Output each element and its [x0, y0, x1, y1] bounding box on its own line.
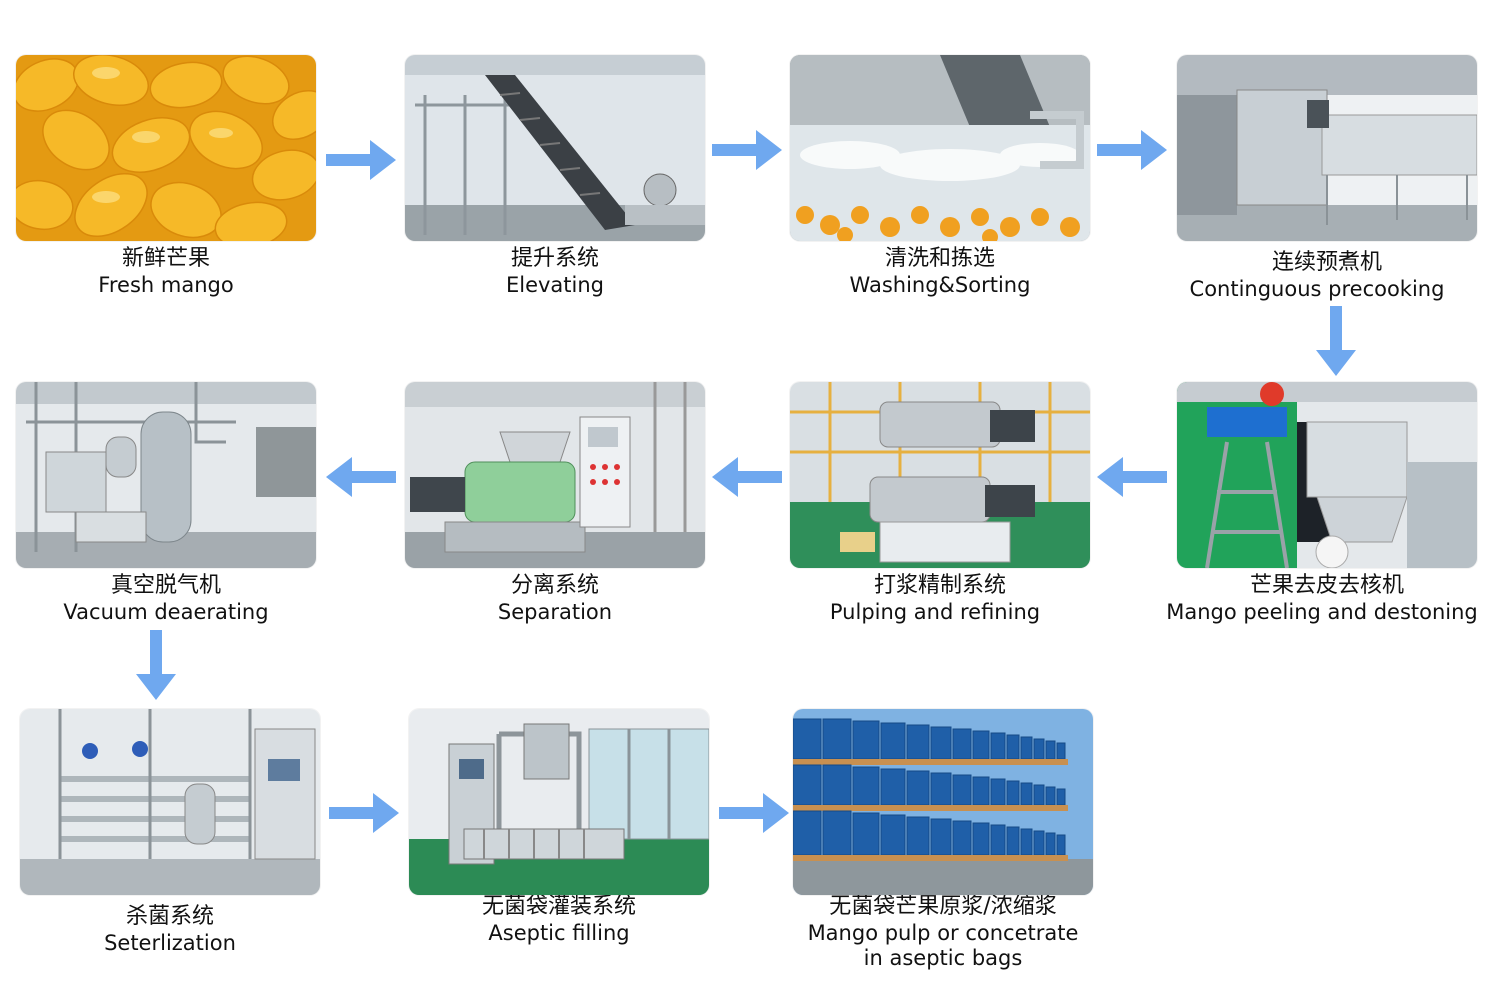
step-title-en: Continguous precooking — [1189, 277, 1445, 301]
step-title-cn: 连续预煮机 — [1271, 250, 1382, 275]
step-title-cn: 无菌袋芒果原浆/浓缩浆 — [829, 894, 1057, 919]
step-title-cn: 分离系统 — [510, 573, 599, 598]
step-title-en: Aseptic filling — [488, 921, 630, 945]
step-title-cn: 无菌袋灌装系统 — [481, 894, 636, 919]
precooker-photo — [1177, 55, 1477, 241]
filler-photo — [409, 709, 709, 895]
arrow-right — [326, 138, 396, 182]
step-title-en: Seterlization — [104, 931, 236, 955]
peeler-photo — [1177, 382, 1477, 568]
step-title-cn: 真空脱气机 — [110, 573, 221, 598]
step-fresh-mango: 新鲜芒果 Fresh mango — [16, 55, 316, 298]
pulper-photo — [790, 382, 1090, 568]
mango-photo — [16, 55, 316, 241]
step-title-cn: 杀菌系统 — [125, 904, 214, 929]
step-title-cn: 提升系统 — [510, 246, 599, 271]
step-title-cn: 清洗和拣选 — [884, 246, 995, 271]
step-title-en: Elevating — [505, 273, 605, 297]
arrow-right — [1097, 128, 1167, 172]
step-elevating: 提升系统 Elevating — [405, 55, 705, 298]
step-mango-pulp-bags: 无菌袋芒果原浆/浓缩浆 Mango pulp or concetrate in … — [793, 709, 1093, 970]
step-pulping-refining: 打浆精制系统 Pulping and refining — [790, 382, 1090, 625]
drums-photo — [793, 709, 1093, 895]
step-title-cn: 芒果去皮去核机 — [1249, 573, 1404, 598]
deaerator-photo — [16, 382, 316, 568]
arrow-left — [326, 455, 396, 499]
step-separation: 分离系统 Separation — [405, 382, 705, 625]
arrow-right — [712, 128, 782, 172]
step-title-en: Separation — [497, 600, 613, 624]
step-title-en: Fresh mango — [98, 273, 234, 297]
step-title-en: Washing&Sorting — [849, 273, 1031, 297]
step-peeling-destoning: 芒果去皮去核机 Mango peeling and destoning — [1166, 382, 1478, 625]
step-vacuum-deaerating: 真空脱气机 Vacuum deaerating — [16, 382, 316, 625]
sterilizer-photo — [20, 709, 320, 895]
step-title-en: Mango peeling and destoning — [1166, 600, 1478, 624]
step-title-en: Mango pulp or concetrate — [807, 921, 1079, 945]
step-title-en: Vacuum deaerating — [63, 600, 269, 624]
arrow-right — [719, 791, 789, 835]
arrow-left — [712, 455, 782, 499]
elevator-photo — [405, 55, 705, 241]
step-aseptic-filling: 无菌袋灌装系统 Aseptic filling — [409, 709, 709, 946]
step-title-en-line2: in aseptic bags — [863, 946, 1023, 970]
step-washing-sorting: 清洗和拣选 Washing&Sorting — [790, 55, 1090, 298]
arrow-down — [134, 630, 178, 700]
separator-photo — [405, 382, 705, 568]
arrow-down — [1314, 306, 1358, 376]
washing-photo — [790, 55, 1090, 241]
step-precooking: 连续预煮机 Continguous precooking — [1177, 55, 1477, 302]
arrow-right — [329, 791, 399, 835]
step-title-cn: 新鲜芒果 — [121, 246, 210, 271]
step-title-en: Pulping and refining — [829, 600, 1041, 624]
step-title-cn: 打浆精制系统 — [873, 573, 1006, 598]
arrow-left — [1097, 455, 1167, 499]
step-sterilization: 杀菌系统 Seterlization — [20, 709, 320, 956]
